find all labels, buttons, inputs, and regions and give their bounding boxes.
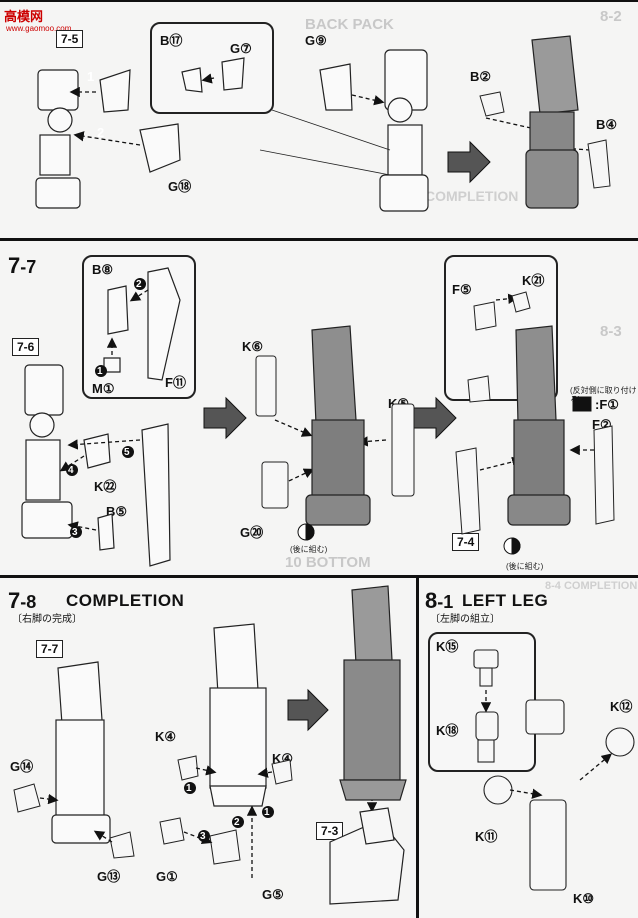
marker-mid-5: 5 [124,447,130,458]
step-ref-7-4: 7-4 [452,533,480,551]
label-k11: K⑪ [475,829,498,844]
leg-part-bottom-right-complete [339,585,407,801]
label-g13: G⑬ [97,869,121,884]
watermark-url: www.gaomoo.com [6,24,72,33]
step-number-8-1: 8-1 [425,590,453,613]
label-k6: K⑥ [242,339,264,354]
label-f11: F⑪ [165,375,186,390]
label-g1: G① [156,869,178,884]
leg-part-mid-center [305,325,371,526]
leg-part-top-left [35,69,81,209]
marker-bottom-1a: 1 [186,783,192,794]
step-ref-7-3: 7-3 [316,822,344,840]
bg-back-pack: BACK PACK [305,16,394,33]
leg-part-top-right [525,35,579,209]
marker-top-2: 2 [97,125,105,140]
step-sub: -7 [20,257,37,277]
inset-box-top [150,22,274,114]
step-main: 8 [425,588,438,613]
label-k18: K⑱ [436,723,459,738]
label-k12: K⑫ [610,699,633,714]
marker-mid-3: 3 [72,527,78,538]
leg-part-top-center [379,49,429,212]
bg-bottom: 10 BOTTOM [285,554,371,571]
bg-step-8-3: 8-3 [600,323,622,340]
subtitle-right-leg: 〔右脚の完成〕 [12,614,82,625]
label-k10: K⑩ [573,891,595,906]
label-k22: K㉒ [94,479,117,494]
step-main: 7 [8,588,21,613]
step-ref-7-5: 7-5 [56,30,84,48]
label-k15: K⑮ [436,639,459,654]
step-ref-7-6: 7-6 [12,338,40,356]
step-sub: -8 [20,592,37,612]
label-m1: M① [92,381,115,396]
bg-completion: COMPLETION [425,188,519,204]
label-g20: G⑳ [240,525,264,540]
divider-mid [0,575,638,578]
label-k21: K㉑ [522,273,545,288]
divider-bottom-vertical [416,578,419,918]
label-b17: B⑰ [160,33,183,48]
leg-part-mid-left [21,364,73,539]
step-markers-bottom [184,782,274,842]
leg-part-mid-right [507,325,571,526]
watermark-logo: 高模网 [4,9,44,24]
marker-bottom-3: 3 [200,831,206,842]
label-b8: B⑧ [92,262,114,277]
title-completion: COMPLETION [66,591,185,610]
rear-assembly-icons [297,396,592,555]
label-g18: G⑱ [168,179,192,194]
marker-mid-1: 1 [97,366,103,377]
arrow-next-top [447,140,491,184]
divider-top [0,238,638,241]
step-number-7-8: 7-8 [8,590,36,613]
marker-mid-4: 4 [68,465,74,476]
step-markers-mid [66,278,146,538]
foot-part [329,807,405,905]
label-k4-left: K④ [155,729,177,744]
leg-part-bottom-left [51,661,111,844]
label-f5: F⑤ [452,282,472,297]
arrow-next-mid-2 [413,396,457,440]
subtitle-left-leg: 〔左脚の組立〕 [430,614,500,625]
label-f1: :F① [595,397,619,412]
marker-top-1: 1 [87,69,95,84]
bg-step-8-4: 8-4 COMPLETION [545,580,638,592]
border-top [0,0,638,2]
marker-bottom-1b: 1 [264,807,270,818]
step-main: 7 [8,253,21,278]
step-ref-7-7: 7-7 [36,640,64,658]
arrow-next-bottom [287,688,329,732]
arrow-next-mid-1 [203,396,247,440]
step-sub: -1 [437,592,454,612]
step-number-7-7: 7-7 [8,255,36,278]
label-g14: G⑭ [10,759,34,774]
note-rear-b: (後に組む) [506,562,544,571]
left-leg-parts [473,649,635,891]
label-g7: G⑦ [230,41,252,56]
marker-mid-2: 2 [136,279,142,290]
label-g5: G⑤ [262,887,284,902]
label-b2: B② [470,69,492,84]
note-rear-a: (後に組む) [290,545,328,554]
title-left-leg: LEFT LEG [462,591,549,610]
marker-bottom-2: 2 [234,817,240,828]
leg-part-bottom-center [209,623,267,807]
label-g9: G⑨ [305,33,327,48]
bg-step-8-2: 8-2 [600,8,622,25]
label-b4: B④ [596,117,618,132]
